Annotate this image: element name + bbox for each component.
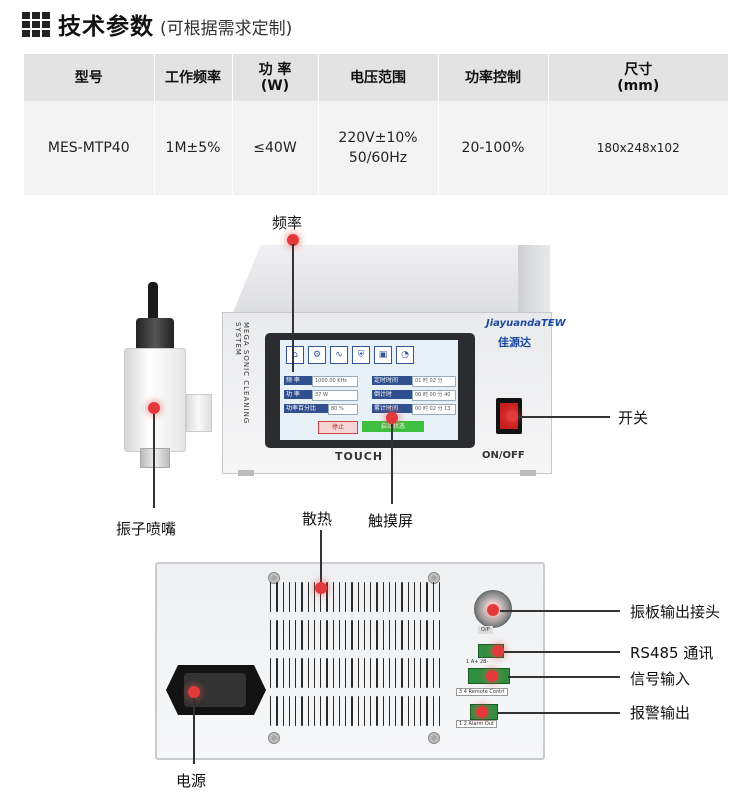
callout-line xyxy=(508,676,620,678)
table-row: MES-MTP40 1M±5% ≤40W 220V±10% 50/60Hz 20… xyxy=(24,101,728,195)
marker-dot xyxy=(386,412,398,424)
screen-label-countdown: 倒计时 xyxy=(372,390,412,399)
terminal-label-remote: 3 4 Remote Contrl xyxy=(456,688,508,696)
marker-dot xyxy=(492,645,504,657)
cell-power-control: 20-100% xyxy=(438,101,549,195)
screen-value-frequency: 1000.00 KHz xyxy=(312,376,358,387)
callout-signal-input: 信号输入 xyxy=(630,670,691,688)
header-model: 型号 xyxy=(24,54,155,101)
marker-dot xyxy=(486,670,498,682)
callout-line xyxy=(391,424,393,504)
screen-label-total: 累计时间 xyxy=(372,404,412,413)
callout-line xyxy=(518,416,610,418)
device-top xyxy=(232,245,518,315)
device-foot xyxy=(520,470,536,476)
start-button[interactable]: 启动状态 xyxy=(362,421,424,432)
callout-line xyxy=(504,651,620,653)
callout-line xyxy=(500,610,620,612)
screen-value-power: 37 W xyxy=(312,390,358,401)
terminal-label-rs485: 1 A+ 2B- xyxy=(466,659,489,665)
section-title: 技术参数 xyxy=(58,14,154,40)
callout-cooling: 散热 xyxy=(302,510,333,528)
callout-line xyxy=(498,712,620,714)
onoff-label: ON/OFF xyxy=(482,450,525,461)
callout-rs485: RS485 通讯 xyxy=(630,644,714,662)
lock-icon[interactable]: ▣ xyxy=(374,346,392,364)
marker-dot xyxy=(287,234,299,246)
header-power: 功 率 (W) xyxy=(232,54,319,101)
cell-power: ≤40W xyxy=(232,101,319,195)
stop-button[interactable]: 停止 xyxy=(318,421,358,434)
callout-line xyxy=(193,698,195,764)
transducer-body xyxy=(124,348,186,452)
screen-label-frequency: 频 率 xyxy=(284,376,312,385)
callout-power: 电源 xyxy=(176,772,207,790)
callout-board-connector: 振板输出接头 xyxy=(630,603,721,621)
home-icon[interactable]: ⌂ xyxy=(286,346,304,364)
transducer-cable xyxy=(148,282,158,322)
callout-line xyxy=(292,244,294,372)
cell-model: MES-MTP40 xyxy=(24,101,155,195)
screen-value-timer: 01 时 02 分 xyxy=(412,376,456,387)
cell-dimensions: 180x248x102 xyxy=(548,101,728,195)
screen-label-timer: 定时时间 xyxy=(372,376,412,385)
callout-line xyxy=(153,414,155,508)
screw xyxy=(268,732,280,744)
gauge-icon[interactable]: ◔ xyxy=(396,346,414,364)
marker-dot xyxy=(487,604,499,616)
marker-dot xyxy=(148,402,160,414)
transducer-cap xyxy=(136,318,174,352)
callout-alarm-output: 报警输出 xyxy=(630,704,691,722)
brand-logo: JiayuandaTEW xyxy=(486,318,566,329)
transducer-nozzle xyxy=(186,394,212,432)
header-dimensions: 尺寸 (mm) xyxy=(548,54,728,101)
table-header-row: 型号 工作频率 功 率 (W) 电压范围 功率控制 尺寸 (mm) xyxy=(24,54,728,101)
header-power-control: 功率控制 xyxy=(438,54,549,101)
screen-value-countdown: 00 时 00 分 40 xyxy=(412,390,456,401)
callout-nozzle: 振子喷嘴 xyxy=(116,520,177,538)
wave-icon[interactable]: ∿ xyxy=(330,346,348,364)
transducer-tip xyxy=(140,448,170,468)
brand-chinese: 佳源达 xyxy=(498,336,531,349)
header-voltage: 电压范围 xyxy=(318,54,439,101)
marker-dot xyxy=(506,410,518,422)
callout-touchscreen: 触摸屏 xyxy=(368,512,414,530)
screen-value-percent: 80 % xyxy=(328,404,358,415)
bnc-tag: O/P xyxy=(478,626,493,634)
section-subtitle: (可根据需求定制) xyxy=(160,18,293,39)
device-foot xyxy=(238,470,254,476)
gear-icon[interactable]: ⚙ xyxy=(308,346,326,364)
spec-table: 型号 工作频率 功 率 (W) 电压范围 功率控制 尺寸 (mm) MES-MT… xyxy=(24,54,728,195)
shield-icon[interactable]: ⛨ xyxy=(352,346,370,364)
screw xyxy=(268,572,280,584)
marker-dot xyxy=(188,686,200,698)
callout-switch: 开关 xyxy=(618,409,649,427)
screen-label-power: 功 率 xyxy=(284,390,312,399)
cell-frequency: 1M±5% xyxy=(154,101,233,195)
screw xyxy=(428,732,440,744)
callout-line xyxy=(320,530,322,582)
callout-frequency: 频率 xyxy=(272,214,303,232)
grid-icon xyxy=(22,11,50,37)
cooling-vents xyxy=(270,582,440,726)
terminal-label-alarm: 1 2 Alarm Out xyxy=(456,720,497,728)
touch-label: TOUCH xyxy=(335,450,384,463)
device-side-text: MEGA SONIC CLEANING SYSTEM xyxy=(234,322,250,425)
marker-dot xyxy=(476,706,488,718)
screen-value-total: 00 时 02 分 13 xyxy=(412,404,456,415)
screen-label-percent: 功率百分比 xyxy=(284,404,328,413)
marker-dot xyxy=(315,582,327,594)
header-frequency: 工作频率 xyxy=(154,54,233,101)
screw xyxy=(428,572,440,584)
cell-voltage: 220V±10% 50/60Hz xyxy=(318,101,439,195)
screen-icon-bar: ⌂ ⚙ ∿ ⛨ ▣ ◔ xyxy=(286,346,452,368)
section-header: 技术参数 (可根据需求定制) xyxy=(22,6,292,42)
